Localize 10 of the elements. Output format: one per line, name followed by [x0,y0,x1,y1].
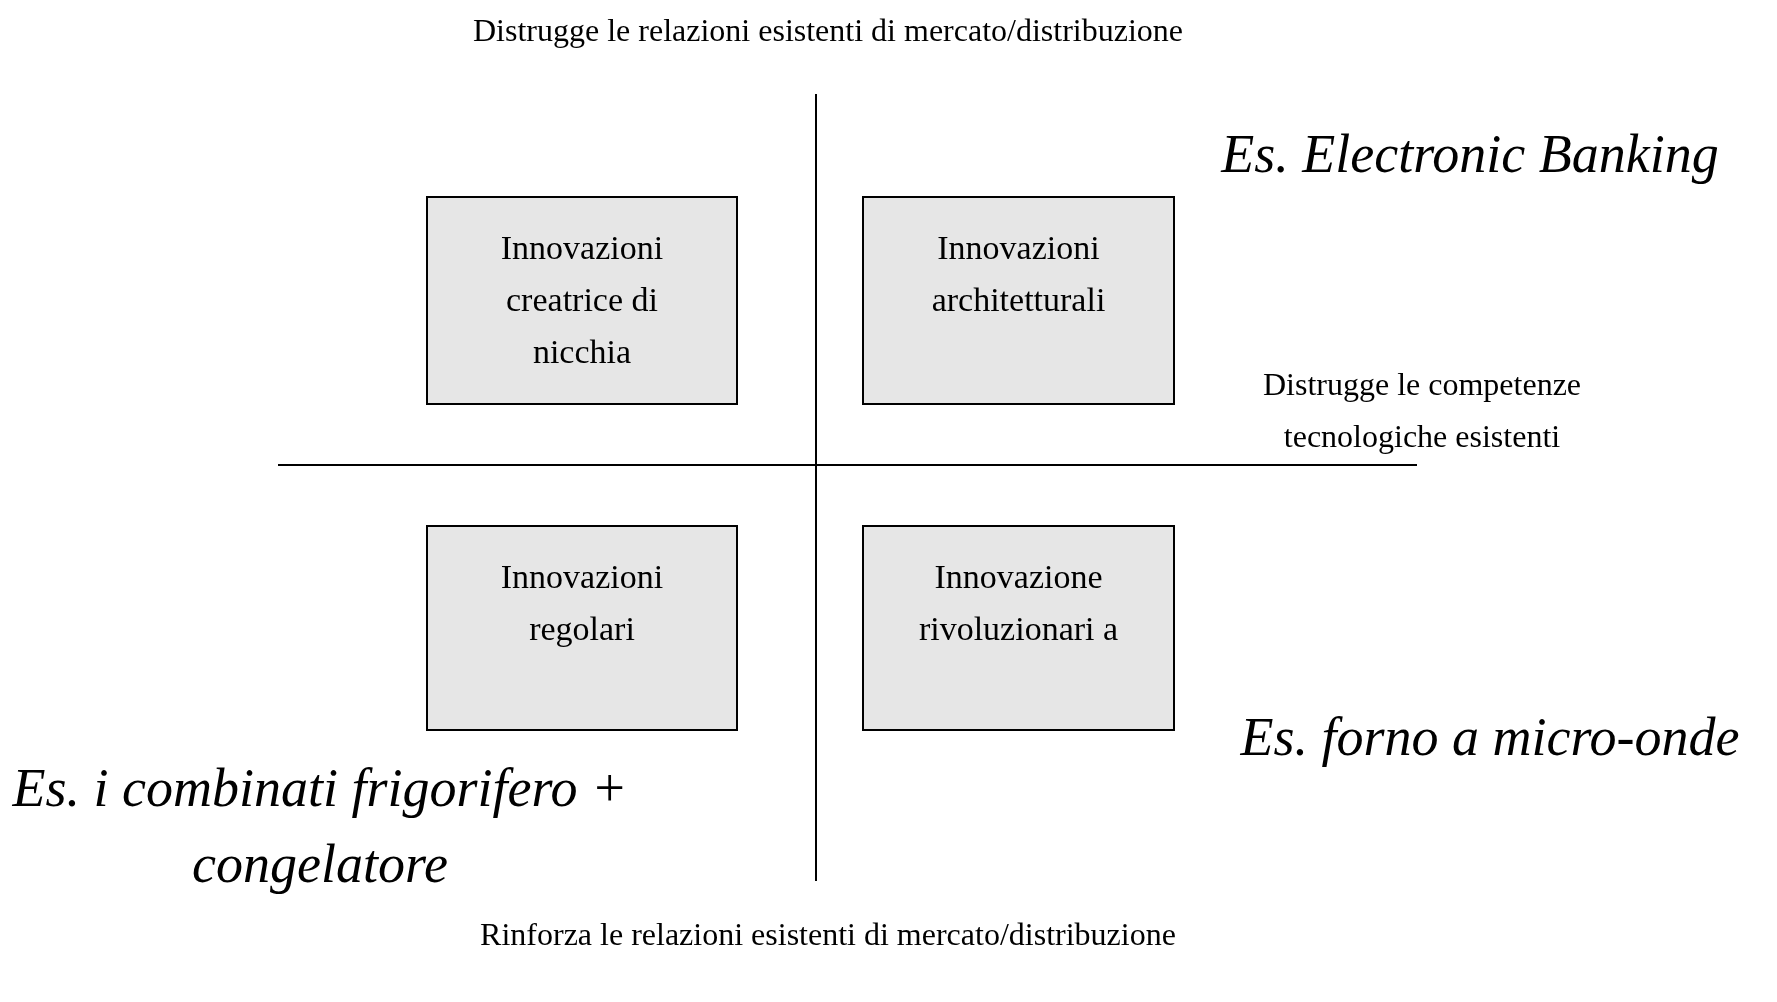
example-text: Es. Electronic Banking [1219,123,1720,186]
quadrant-box: Innovazione rivoluzionari a [862,525,1175,731]
quadrant-box: Innovazioni architetturali [862,196,1175,405]
example-text: Es. forno a micro-onde [1239,706,1741,769]
axis-label: Distrugge le competenze tecnologiche esistenti [1261,365,1583,456]
axis-label: Rinforza le relazioni esistenti di mercato/distribuzione [479,915,1177,954]
quadrant-box: Innovazioni regolari [426,525,738,731]
quadrant-box: Innovazioni creatrice di nicchia [426,196,738,405]
example-text: Es. i combinati frigorifero + congelatore [11,757,629,896]
axis-label: Distrugge le relazioni esistenti di mercato/distribuzione [472,11,1184,50]
